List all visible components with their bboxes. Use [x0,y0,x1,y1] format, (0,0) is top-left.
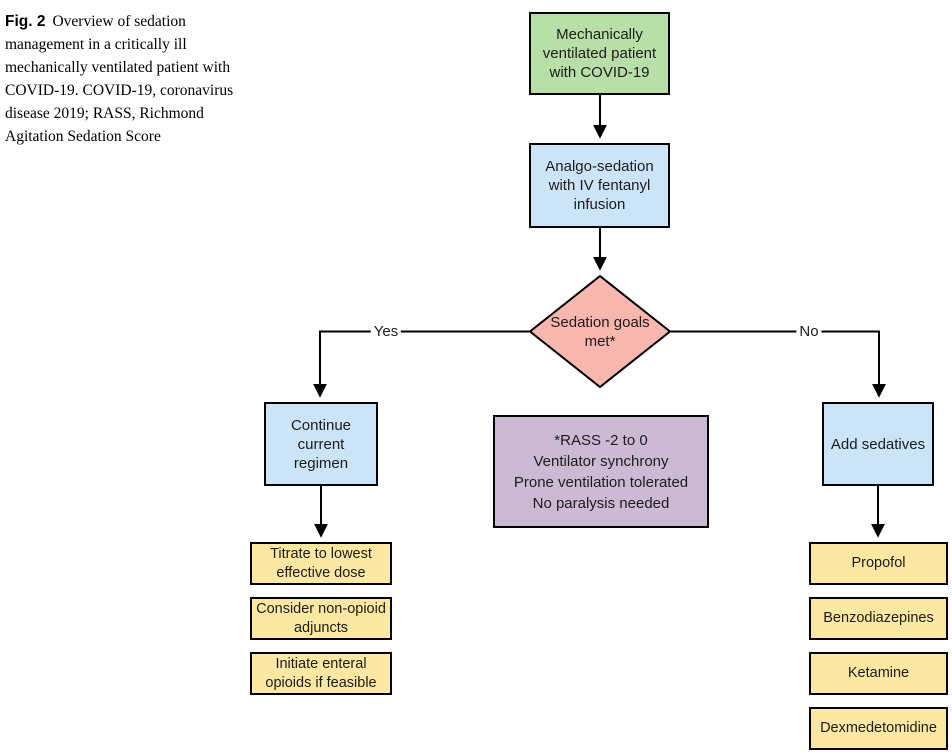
node-rass-note: *RASS -2 to 0 Ventilator synchrony Prone… [493,415,709,528]
node-titrate-dose-label: Titrate to lowest effective dose [270,545,372,581]
node-analgo-sedation-label: Analgo-sedation with IV fentanyl infusio… [545,158,654,213]
arrow-no-branch [671,330,886,398]
decision-diamond [528,274,672,389]
node-benzodiazepines-label: Benzodiazepines [823,610,934,626]
node-enteral-opioids-label: Initiate enteral opioids if feasible [265,655,377,691]
rass-note-line-4: No paralysis needed [532,494,670,512]
rass-note-line-2: Ventilator synchrony [533,452,669,470]
node-dexmedetomidine: Dexmedetomidine [809,707,948,750]
node-propofol: Propofol [809,542,948,585]
figure-caption-text: Overview of sedation management in a cri… [5,13,234,145]
edge-label-yes: Yes [370,323,402,341]
node-dexmedetomidine-label: Dexmedetomidine [820,720,937,736]
node-ketamine: Ketamine [809,652,948,695]
node-propofol-label: Propofol [851,555,906,571]
rass-note-line-1: *RASS -2 to 0 [554,431,648,449]
edge-label-yes-text: Yes [373,323,399,340]
node-ketamine-label: Ketamine [847,665,910,681]
node-benzodiazepines: Benzodiazepines [809,597,948,640]
node-continue-regimen-label: Continue current regimen [290,416,352,472]
figure-number-label: Fig. 2 [5,13,46,30]
node-enteral-opioids: Initiate enteral opioids if feasible [250,652,392,695]
node-add-sedatives: Add sedatives [822,402,934,486]
rass-note-line-3: Prone ventilation tolerated [513,473,689,491]
node-nonopioid-adjuncts: Consider non-opioid adjuncts [250,597,392,640]
node-analgo-sedation: Analgo-sedation with IV fentanyl infusio… [529,143,670,228]
node-start-patient: Mechanically ventilated patient with COV… [529,12,670,95]
edge-label-no-text: No [799,323,819,340]
node-continue-regimen: Continue current regimen [264,402,378,486]
node-nonopioid-adjuncts-label: Consider non-opioid adjuncts [256,600,386,636]
node-titrate-dose: Titrate to lowest effective dose [250,542,392,585]
edge-label-no: No [796,323,822,341]
node-start-patient-label: Mechanically ventilated patient with COV… [542,26,657,81]
node-add-sedatives-label: Add sedatives [830,435,926,453]
arrow-yes-branch [313,330,529,398]
